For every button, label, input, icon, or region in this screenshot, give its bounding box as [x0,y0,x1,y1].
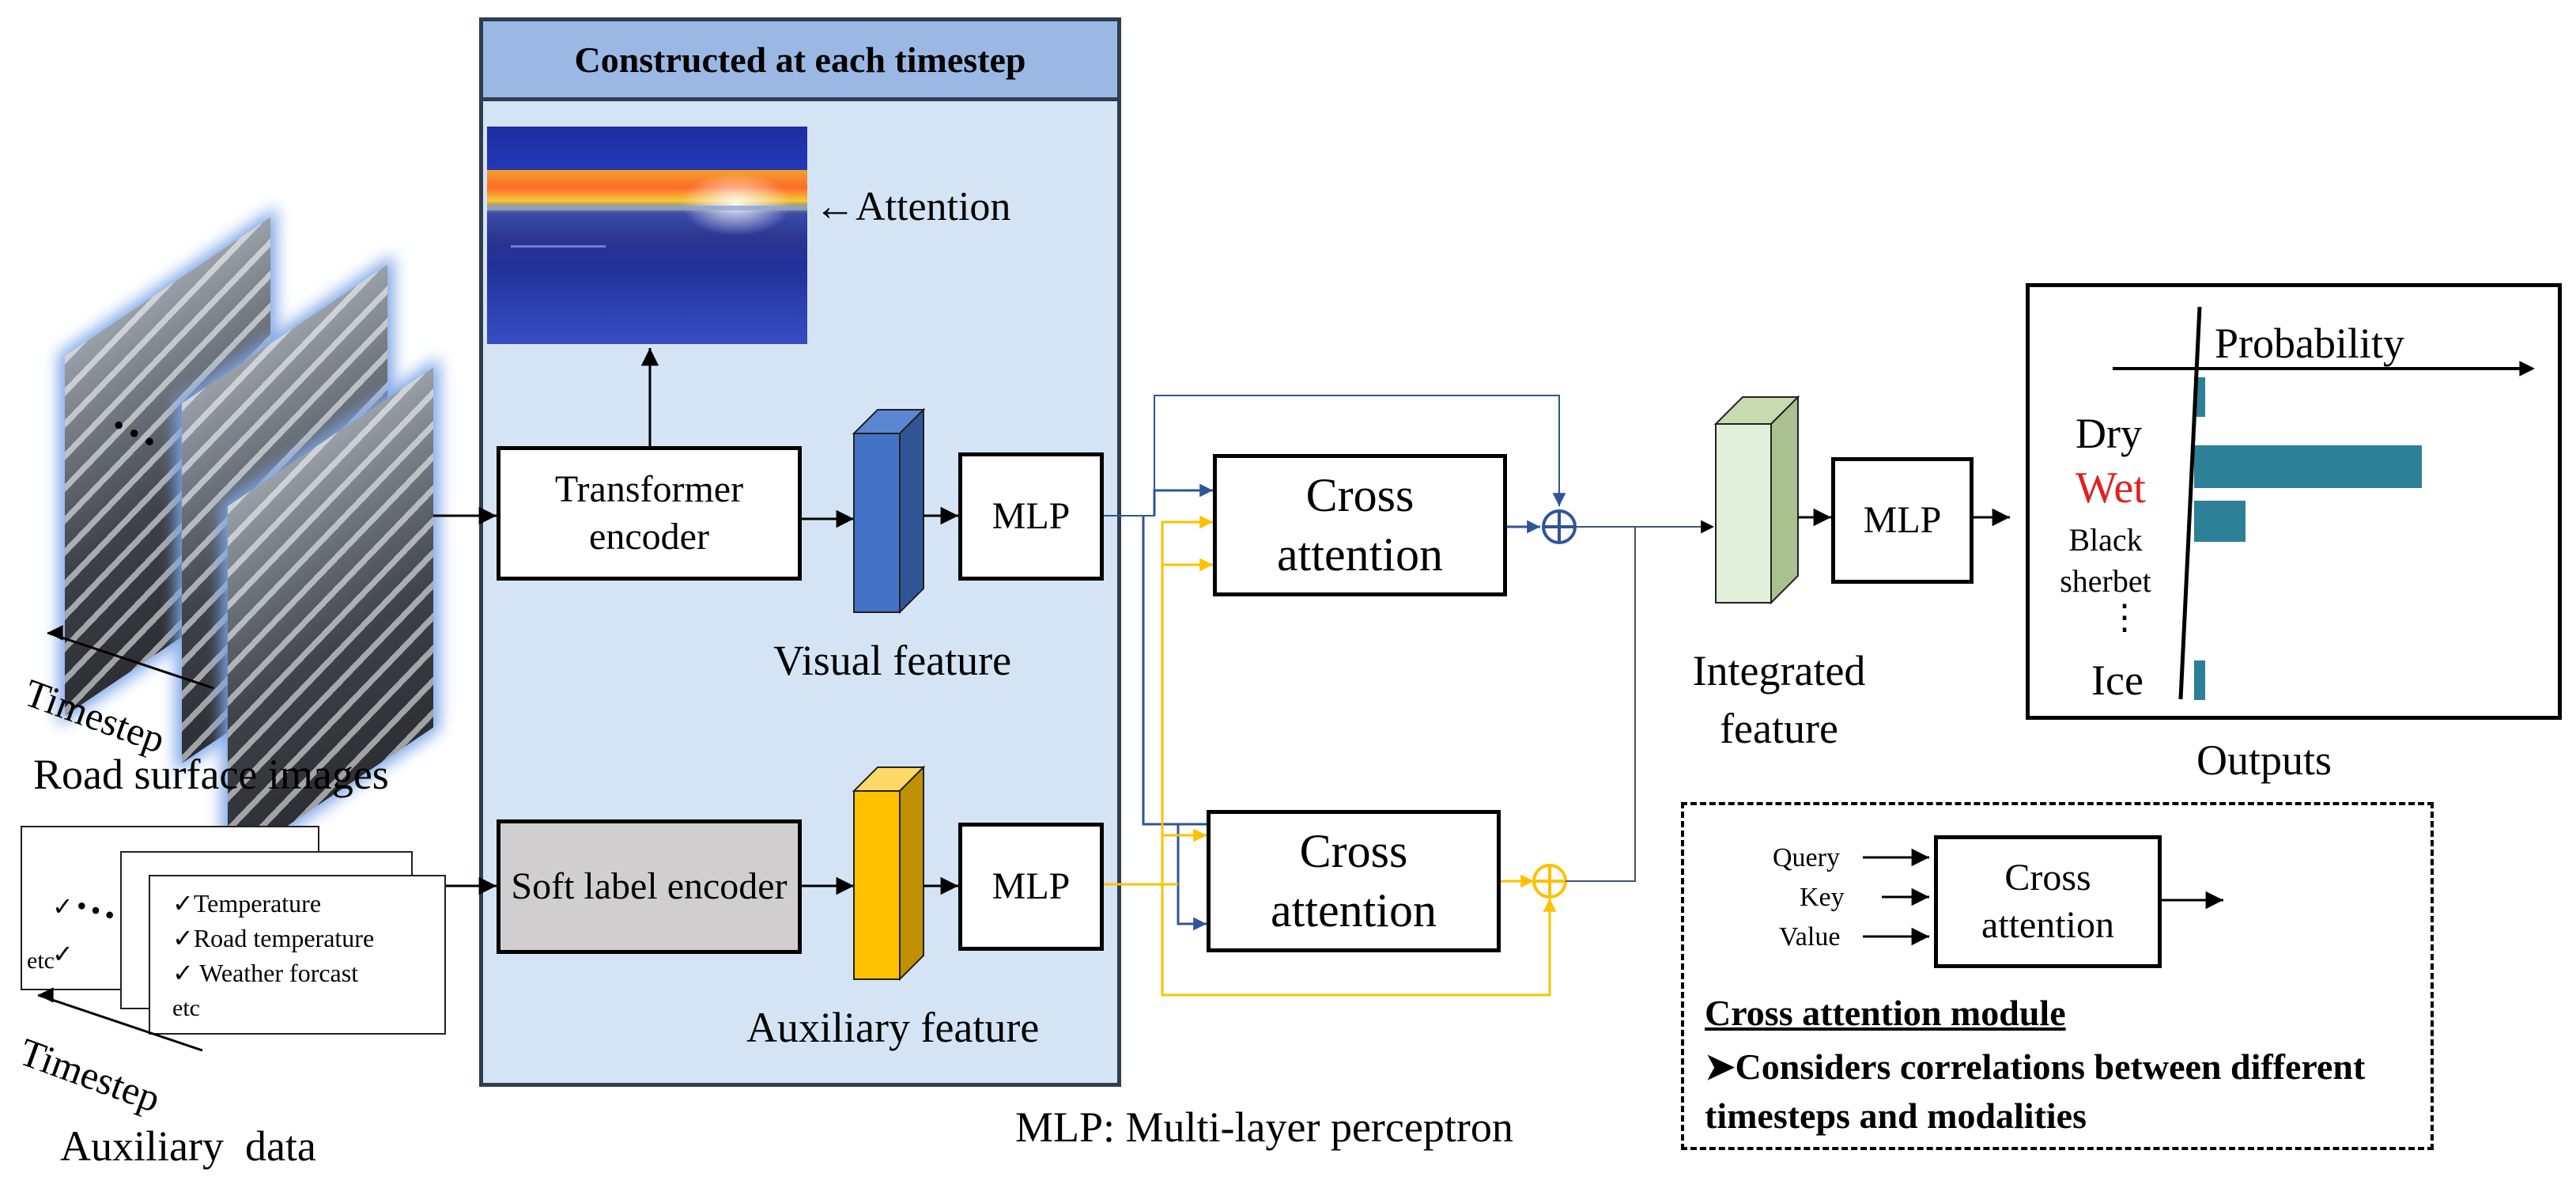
encoder-to-visual-arrow-head [836,509,854,528]
images-timestep-arrow [47,631,214,690]
aux-to-mlp-arrow-head [940,876,958,895]
aux-label: Auxiliary data [60,1122,316,1170]
aux-item: Weather forcast [199,959,359,987]
check-icon: ✓ [172,889,194,918]
cross-attention-visual-box: Cross attention [1213,454,1507,596]
aux-plus-to-integrated [1566,527,1636,882]
class-label-black-sherbet: Black sherbet [2060,522,2151,599]
aux-item: Road temperature [193,924,375,952]
visual-to-aux-ca-head [1193,917,1207,931]
legend-key-arrow-head [1911,887,1929,906]
visual-query-head [1199,483,1213,498]
visual-query-line [1153,489,1213,516]
auxiliary-feature-label: Auxiliary feature [746,1004,1040,1051]
visual-feature-bar-side [899,407,924,615]
cross-attention-aux-box: Cross attention [1207,810,1501,952]
aux-timestep-arrow [37,993,203,1052]
aux-to-encoder-arrow-head [478,876,497,895]
legend-key: Key [1800,883,1845,912]
aux-item: Temperature [193,889,322,918]
visual-residual-line [1104,395,1560,517]
visual-feature-label: Visual feature [773,637,1012,684]
ca2-to-plus-head [1520,874,1534,888]
outputs-title: Outputs [2196,736,2332,784]
legend-title: Cross attention module [1705,993,2066,1033]
probability-bar-black-sherbet [2194,501,2246,542]
auxiliary-feature-bar [853,790,901,980]
aux-query-head [1193,828,1207,842]
aux-residual-line [1104,883,1551,997]
images-to-encoder-arrow-head [478,506,497,525]
legend-output-arrow-head [2205,891,2223,910]
aux-item: etc [172,995,200,1021]
integrated-feature-label: Integrated feature [1692,647,1866,752]
legend-bullet: ➤Considers correlations between differen… [1705,1046,2366,1137]
probability-bar-wet [2194,445,2422,488]
images-timestep-head [47,625,63,641]
aux-card-front: ✓Temperature ✓Road temperature ✓ Weather… [149,875,446,1035]
attention-label: ←Attention [814,184,1011,229]
ca1-to-plus-head [1527,520,1540,534]
encoder-to-attention-arrow-head [640,348,659,366]
probability-axis-head [2519,361,2535,377]
aux-residual-head [1543,899,1557,912]
class-axis [2178,306,2202,700]
visual-to-mlp-arrow-head [940,506,958,525]
aux-value-head [1199,558,1213,572]
visual-feature-bar [853,433,901,613]
visual-to-aux-ca-line [1142,516,1207,925]
legend-query-arrow-head [1911,848,1929,867]
integrated-feature-bar-side [1770,395,1799,605]
aux-item-back: etc [27,948,55,974]
aux-timestep-head [38,987,54,1003]
aux-key-head [1199,515,1213,529]
check-icon: ✓ [52,940,74,968]
mlp-visual-box: MLP [958,452,1104,581]
plus-to-integrated-head [1701,520,1714,534]
softlabel-encoder-box: Soft label encoder [497,819,802,954]
legend-query: Query [1773,843,1840,872]
encoder-to-aux-arrow-head [836,876,854,895]
legend-value: Value [1779,922,1841,952]
check-icon: ✓ [52,892,74,921]
mlp-footnote: MLP: Multi-layer perceptron [1015,1103,1513,1151]
auxiliary-feature-bar-side [899,765,924,982]
mlp-to-output-arrow-head [1992,508,2010,527]
legend-value-arrow-head [1911,927,1929,946]
class-label-dry: Dry [2076,410,2142,457]
integrated-feature-bar [1715,423,1772,604]
legend-cross-attention-box: Cross attention [1934,835,2162,968]
transformer-encoder-box: Transformer encoder [497,446,802,581]
probability-bar-ice [2194,660,2205,700]
mlp-aux-box: MLP [958,823,1104,951]
output-panel: Probability Dry Wet Black sherbet ⋮ Ice [2026,283,2562,720]
check-icon: ✓ [172,959,194,987]
visual-residual-head [1552,493,1566,506]
attention-heatmap [487,127,807,344]
cross-attention-legend: Query Key Value Cross attention Cross at… [1681,802,2434,1150]
panel-header: Constructed at each timestep [483,21,1117,101]
class-label-ellipsis: ⋮ [2107,598,2142,637]
class-label-ice: Ice [2091,657,2144,704]
class-label-wet: Wet [2076,464,2146,513]
check-icon: ✓ [172,924,194,952]
probability-axis-label: Probability [2215,320,2404,367]
images-label: Road surface images [33,751,389,798]
aux-key-line [1161,520,1213,884]
integrated-to-mlp-arrow-head [1813,508,1831,527]
mlp-output-box: MLP [1831,457,1974,584]
